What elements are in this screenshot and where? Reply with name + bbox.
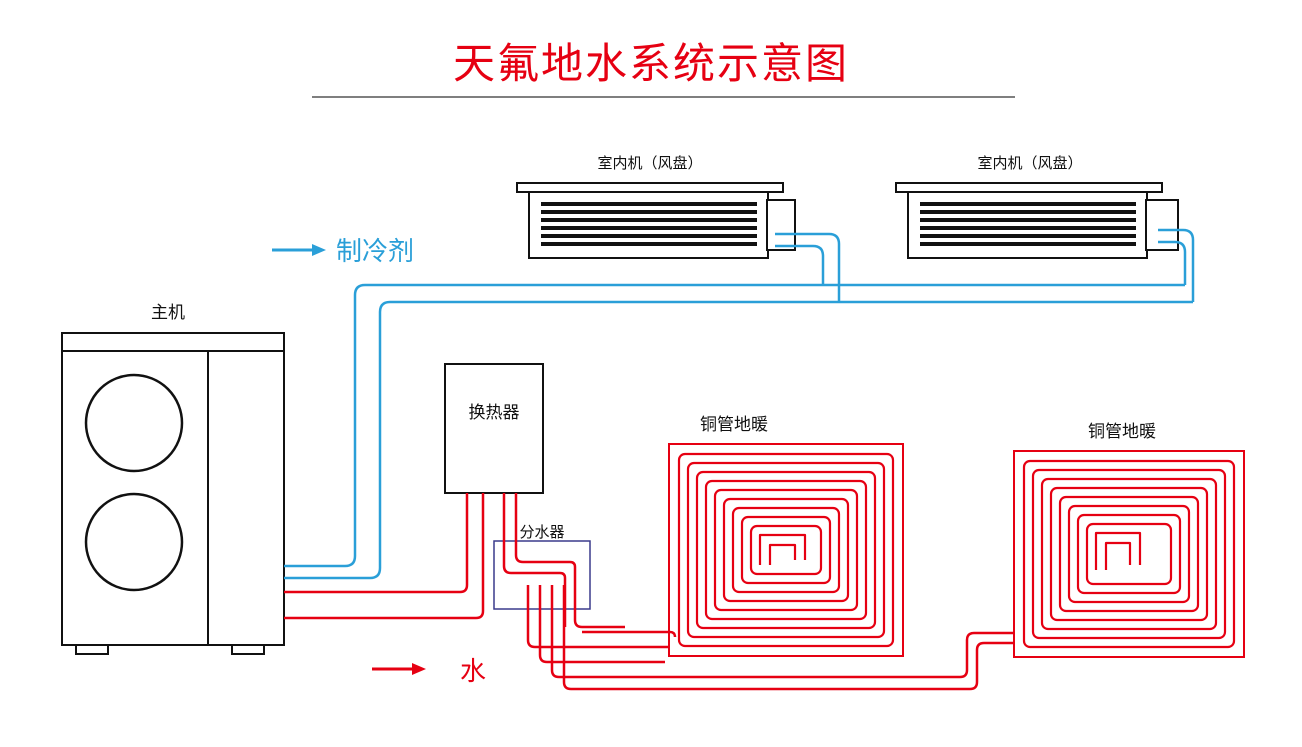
fan-upper-icon (84, 373, 184, 473)
indoor-unit-2-mount-plate (895, 182, 1163, 193)
main-unit-foot-right (231, 644, 265, 655)
indoor-unit-1 (516, 182, 796, 259)
fan-lower-icon (84, 492, 184, 592)
indoor-unit-1-pipe-box (766, 199, 796, 251)
manifold-label: 分水器 (519, 523, 564, 541)
water-pipes (284, 493, 1015, 691)
refrigerant-legend-label: 制冷剂 (336, 237, 414, 267)
indoor-unit-1-mount-plate (516, 182, 784, 193)
page-title: 天氟地水系统示意图 (453, 39, 849, 88)
floor-heating-panel-2 (1013, 450, 1245, 658)
floor-heating-2-label: 铜管地暖 (1088, 422, 1156, 442)
floor-heating-1-label: 铜管地暖 (700, 415, 768, 435)
indoor-unit-2-body (907, 191, 1148, 259)
indoor-unit-2-label: 室内机（风盘） (977, 154, 1082, 172)
indoor-unit-1-label: 室内机（风盘） (597, 154, 702, 172)
water-legend-label: 水 (460, 657, 486, 687)
main-unit-foot-left (75, 644, 109, 655)
indoor-unit-1-grille (541, 202, 757, 246)
floor-heating-2-coil (1022, 459, 1236, 649)
indoor-unit-2 (895, 182, 1179, 259)
legend-refrigerant: 制冷剂 (272, 237, 414, 267)
floor-heating-panel-1 (668, 443, 904, 657)
main-unit-label: 主机 (151, 303, 185, 323)
heat-exchanger-box (444, 363, 544, 494)
indoor-unit-1-body (528, 191, 769, 259)
refrigerant-arrow-icon (312, 244, 326, 256)
water-arrow-icon (412, 663, 426, 675)
floor-heating-1-coil (677, 452, 895, 648)
main-unit-top-cap (61, 332, 285, 352)
indoor-unit-2-grille (920, 202, 1136, 246)
refrigerant-pipes (284, 228, 1195, 580)
heat-exchanger-label: 换热器 (469, 403, 520, 423)
main-unit (61, 332, 285, 655)
manifold-box (493, 540, 591, 610)
legend-water: 水 (372, 657, 486, 687)
main-unit-body (61, 332, 285, 646)
